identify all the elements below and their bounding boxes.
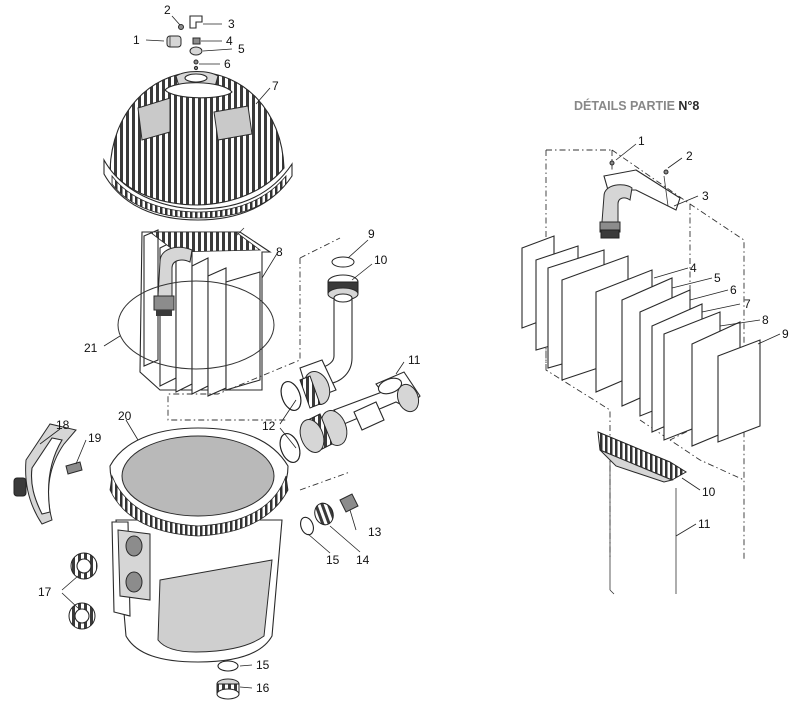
callout-10: 10	[374, 253, 388, 267]
detail-bottom-manifold	[597, 431, 687, 595]
callout-17: 17	[38, 585, 52, 599]
side-gauge	[13, 423, 83, 525]
detail-manifold	[599, 160, 681, 239]
callout-11: 11	[408, 353, 421, 367]
detail-callout-9: 9	[782, 327, 789, 341]
air-relief-parts	[166, 15, 203, 71]
detail-callout-6: 6	[730, 283, 737, 297]
detail-callouts: 1 2 3 4 5 6 7 8 9 10 11	[638, 134, 789, 531]
callout-18: 18	[56, 418, 70, 432]
detail-callout-10: 10	[702, 485, 716, 499]
grid-element-assembly	[117, 227, 275, 397]
callout-7: 7	[272, 79, 279, 93]
detail-title-prefix: DÉTAILS PARTIE	[574, 98, 678, 113]
inlet-pipe	[279, 371, 421, 464]
callout-19: 19	[88, 431, 102, 445]
callout-20: 20	[118, 409, 132, 423]
detail-callout-5: 5	[714, 271, 721, 285]
main-assembly: 1 2 3 4 5 6 7 8 9 10 11 12 13 14 15 16 1…	[13, 3, 421, 700]
detail-callout-3: 3	[702, 189, 709, 203]
callout-8: 8	[276, 245, 283, 259]
detail-leader-lines	[615, 143, 781, 537]
callout-14: 14	[356, 553, 370, 567]
callout-21: 21	[84, 341, 98, 355]
callout-1: 1	[133, 33, 140, 47]
filter-dome	[103, 71, 293, 221]
filter-tank	[109, 427, 289, 663]
main-callouts: 1 2 3 4 5 6 7 8 9 10 11 12 13 14 15 16 1…	[38, 3, 421, 695]
unions	[68, 552, 98, 630]
detail-callout-4: 4	[690, 261, 697, 275]
main-leader-lines	[39, 15, 405, 689]
detail-callout-11: 11	[698, 517, 711, 531]
detail-view: DÉTAILS PARTIE N°8	[521, 98, 789, 595]
outlet-pipe	[280, 256, 359, 412]
detail-callout-2: 2	[686, 149, 693, 163]
callout-3: 3	[228, 17, 235, 31]
callout-13: 13	[368, 525, 382, 539]
callout-2: 2	[164, 3, 171, 17]
callout-15: 15	[326, 553, 340, 567]
callout-15-lower: 15	[256, 658, 270, 672]
drain-parts	[216, 493, 359, 700]
detail-callout-1: 1	[638, 134, 645, 148]
callout-12: 12	[262, 419, 276, 433]
callout-16: 16	[256, 681, 270, 695]
detail-title-part: N°8	[678, 99, 699, 113]
detail-callout-7: 7	[744, 297, 751, 311]
callout-6: 6	[224, 57, 231, 71]
callout-5: 5	[238, 42, 245, 56]
detail-grids	[521, 235, 761, 447]
callout-4: 4	[226, 34, 233, 48]
detail-callout-8: 8	[762, 313, 769, 327]
detail-title: DÉTAILS PARTIE N°8	[574, 98, 699, 113]
callout-9: 9	[368, 227, 375, 241]
